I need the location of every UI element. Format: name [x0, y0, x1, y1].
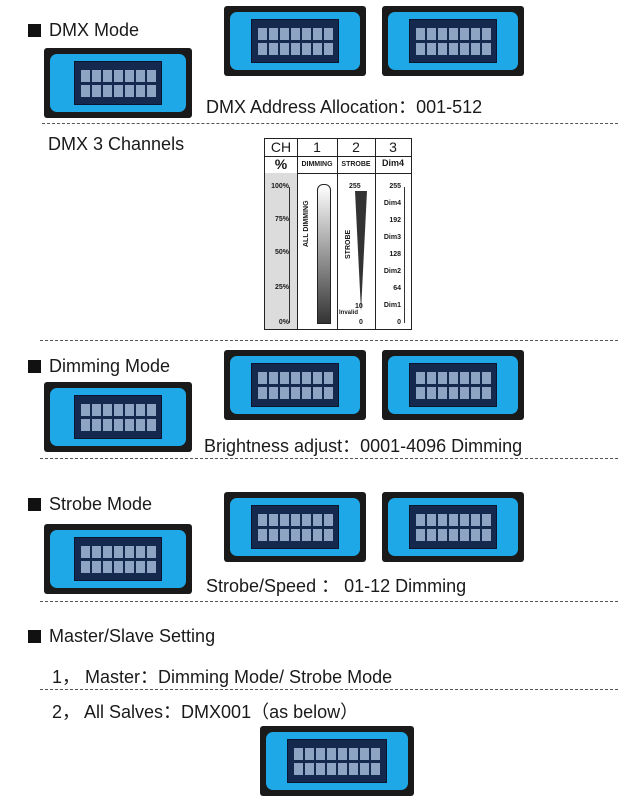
- dim-tick: Dim3: [383, 234, 401, 241]
- lcd-display: [224, 492, 366, 562]
- slave-item: 2， All Salves：DMX001（as below）: [52, 702, 359, 722]
- percent-tick: 50%: [274, 249, 289, 256]
- dmx-channels-title: DMX 3 Channels: [48, 134, 185, 154]
- strobe-top-value: 255: [349, 183, 361, 190]
- master-slave-heading: Master/Slave Setting: [28, 626, 215, 647]
- dmx-channel-table: CH 1 2 3 % DIMMING STROBE Dim4 100% 75% …: [264, 138, 412, 330]
- strobe-speed-text: Strobe/Speed ： 01-12 Dimming: [206, 576, 467, 596]
- square-bullet-icon: [28, 630, 41, 643]
- dimming-bar: [317, 184, 331, 324]
- lcd-display: [44, 382, 192, 452]
- lcd-display: [224, 6, 366, 76]
- dimming-mode-heading: Dimming Mode: [28, 356, 170, 377]
- section-divider: [40, 340, 618, 341]
- dim-tick: 0: [397, 319, 401, 326]
- dimming-mode-title: Dimming Mode: [49, 356, 171, 376]
- square-bullet-icon: [28, 24, 41, 37]
- strobe-mode-heading: Strobe Mode: [28, 494, 152, 515]
- dim-tick: 64: [393, 285, 401, 292]
- lcd-display: [224, 350, 366, 420]
- strobe-bar-label: STROBE: [345, 229, 352, 259]
- section-divider: [40, 601, 618, 602]
- percent-tick: 25%: [274, 284, 289, 291]
- square-bullet-icon: [28, 360, 41, 373]
- strobe-min-value: 10: [355, 303, 363, 310]
- dim-tick: 128: [389, 251, 401, 258]
- brightness-adjust-text: Brightness adjust：0001-4096 Dimming: [204, 436, 523, 456]
- all-dimming-label: ALL DIMMING: [303, 200, 310, 247]
- col-name-2: STROBE: [341, 161, 371, 168]
- lcd-display: [44, 524, 192, 594]
- header-ch: CH: [270, 139, 292, 155]
- master-slave-title: Master/Slave Setting: [49, 626, 216, 646]
- dmx-address-text: DMX Address Allocation：001-512: [206, 97, 483, 117]
- header-col-2: 2: [352, 139, 360, 155]
- dim-tick: 255: [389, 183, 401, 190]
- header-col-3: 3: [389, 139, 397, 155]
- lcd-display: [382, 492, 524, 562]
- percent-tick: 75%: [274, 216, 289, 223]
- dim-tick: Dim1: [383, 302, 401, 309]
- dim-tick: 192: [389, 217, 401, 224]
- percent-tick: 0%: [278, 319, 289, 326]
- lcd-display: [382, 6, 524, 76]
- col-name-1: DIMMING: [301, 161, 333, 168]
- dmx-mode-heading: DMX Mode: [28, 20, 139, 41]
- dim-tick: Dim2: [383, 268, 401, 275]
- strobe-invalid-label: Invalid: [339, 310, 359, 316]
- lcd-display: [260, 726, 414, 796]
- percent-tick: 100%: [271, 183, 289, 190]
- header-col-1: 1: [313, 139, 321, 155]
- section-divider: [40, 689, 618, 690]
- master-item: 1， Master：Dimming Mode/ Strobe Mode: [52, 667, 393, 687]
- dim-tick: Dim4: [383, 200, 401, 207]
- unit-label: %: [274, 156, 288, 172]
- dmx-mode-title: DMX Mode: [49, 20, 140, 40]
- lcd-display: [44, 48, 192, 118]
- strobe-wedge: [355, 191, 367, 311]
- section-divider: [40, 458, 618, 459]
- strobe-zero-value: 0: [359, 319, 363, 326]
- lcd-display: [382, 350, 524, 420]
- strobe-mode-title: Strobe Mode: [49, 494, 153, 514]
- col-name-3: Dim4: [381, 158, 404, 168]
- section-divider: [42, 123, 618, 124]
- square-bullet-icon: [28, 498, 41, 511]
